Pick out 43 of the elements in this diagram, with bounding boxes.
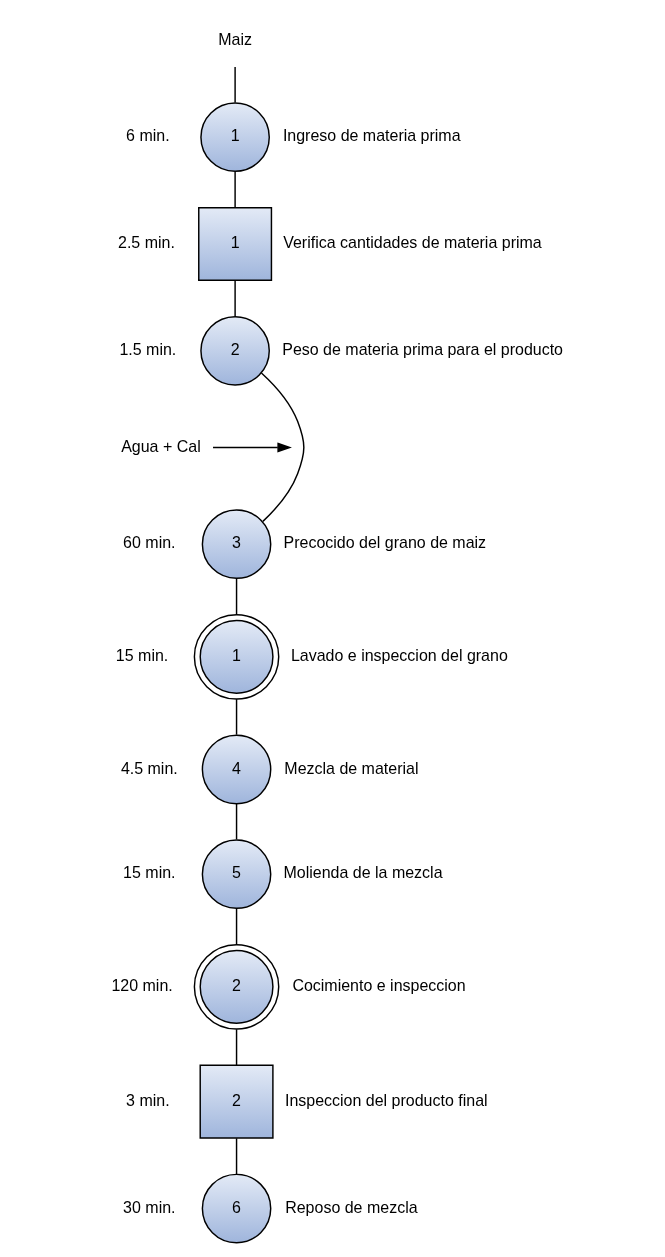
node-label: Ingreso de materia prima: [282, 127, 461, 145]
node-label: 15 min.: [123, 864, 176, 882]
connector: [235, 1028, 238, 1066]
connector: [260, 372, 305, 523]
node-text: Agua + Cal: [121, 437, 201, 455]
node-label: Molienda de la mezcla: [283, 864, 443, 882]
node-circle: 4: [201, 734, 272, 805]
node-label: 4.5 min.: [120, 759, 178, 777]
node-label: 2.5 min.: [118, 234, 175, 252]
node-label: 15 min.: [115, 646, 169, 664]
node-circle: 6: [201, 1173, 272, 1244]
connector: [234, 170, 236, 209]
node-label: Cocimiento e inspeccion: [292, 976, 466, 994]
node-circle: 2: [200, 315, 270, 386]
node-label: 30 min.: [123, 1198, 176, 1216]
node-label: Reposo de mezcla: [285, 1198, 418, 1216]
connector: [235, 1137, 238, 1175]
arrow: [212, 442, 292, 453]
node-text: Maiz: [218, 30, 252, 48]
node-circle: 1: [200, 102, 270, 173]
node-box: 2: [199, 1064, 274, 1139]
node-label: Precocido del grano de maiz: [283, 534, 487, 552]
node-label: Inspeccion del producto final: [284, 1091, 488, 1109]
node-label: 6 min.: [126, 127, 170, 145]
node-circle: 1: [193, 613, 280, 700]
node-label: Mezcla de material: [284, 759, 419, 777]
node-label: 120 min.: [111, 976, 173, 994]
node-circle: 3: [201, 509, 272, 580]
node-circle: 5: [201, 839, 272, 910]
node-label: 60 min.: [123, 534, 176, 552]
node-label: Peso de materia prima para el producto: [282, 340, 564, 358]
node-box: 1: [198, 206, 273, 282]
node-label: 3 min.: [126, 1091, 170, 1109]
connector: [235, 698, 238, 736]
connector: [235, 577, 238, 616]
connector: [235, 907, 238, 946]
node-label: 1.5 min.: [119, 340, 177, 358]
connector: [234, 66, 236, 104]
node-label: Lavado e inspeccion del grano: [290, 646, 508, 664]
node-circle: 2: [193, 943, 280, 1030]
connector: [235, 803, 238, 841]
connector: [234, 279, 236, 318]
node-label: Verifica cantidades de materia prima: [283, 234, 542, 252]
